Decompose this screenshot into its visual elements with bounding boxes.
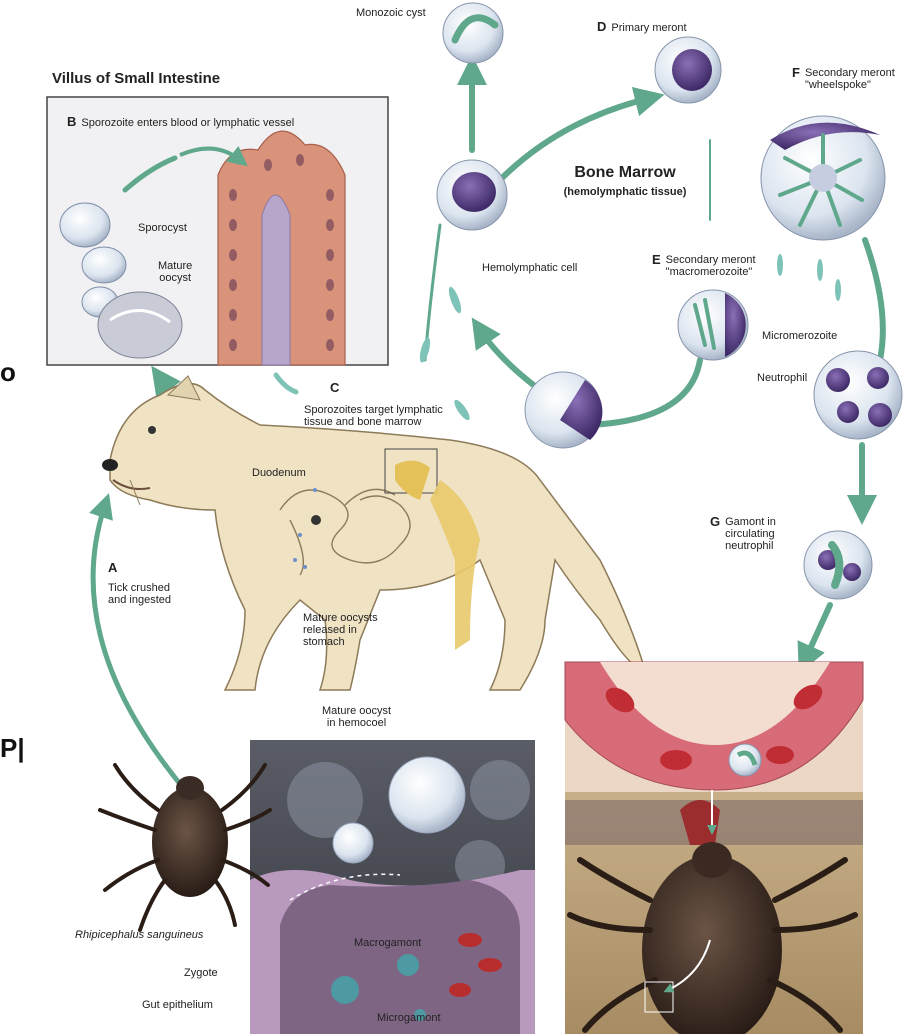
label-c: C	[330, 380, 344, 395]
label-species: Rhipicephalus sanguineus	[75, 929, 204, 941]
label-f-text: Secondary meront "wheelspoke"	[804, 67, 895, 91]
letter-a: A	[108, 560, 118, 575]
bone-marrow-title: Bone Marrow	[574, 164, 676, 181]
label-g-text: Gamont in circulating neutrophil	[725, 516, 776, 552]
letter-c: C	[330, 380, 340, 395]
dog-illustration	[102, 375, 647, 691]
villus-title: Villus of Small Intestine	[52, 70, 221, 87]
label-b-text: Sporozoite enters blood or lymphatic ves…	[81, 117, 295, 129]
label-monozoic-cyst: Monozoic cyst	[356, 7, 426, 19]
label-b: B Sporozoite enters blood or lymphatic ve…	[67, 114, 295, 129]
label-hemolymphatic-cell: Hemolymphatic cell	[482, 262, 578, 274]
label-d: D Primary meront	[597, 19, 687, 34]
edge-glyph-2: P|	[0, 733, 25, 763]
edge-glyph-1: o	[0, 357, 16, 387]
bone-marrow-subtitle: (hemolymphatic tissue)	[563, 186, 687, 198]
letter-b: B	[67, 114, 77, 129]
cells	[419, 2, 903, 600]
label-gut-epithelium: Gut epithelium	[142, 999, 213, 1011]
label-f: F Secondary meront "wheelspoke"	[792, 65, 895, 91]
label-microgamont: Microgamont	[377, 1012, 441, 1024]
letter-f: F	[792, 65, 800, 80]
feeding-panel	[564, 661, 864, 1034]
label-a-text: Tick crushed and ingested	[108, 582, 171, 606]
bone-marrow-cycle	[89, 55, 886, 793]
letter-d: D	[597, 19, 607, 34]
villus-panel	[46, 96, 389, 395]
tick-illustration	[98, 763, 272, 932]
label-oocyst-hemocoel: Mature oocyst in hemocoel	[322, 705, 392, 729]
label-e-text: Secondary meront "macromerozoite"	[665, 254, 756, 278]
label-g: G Gamont in circulating neutrophil	[710, 514, 776, 552]
label-oocysts-released: Mature oocysts released in stomach	[303, 612, 378, 648]
label-a: A	[108, 560, 122, 575]
label-e: E Secondary meront "macromerozoite"	[652, 252, 756, 278]
label-macrogamont: Macrogamont	[354, 937, 422, 949]
label-c-text: Sporozoites target lymphatic tissue and …	[304, 404, 443, 428]
label-zygote: Zygote	[184, 967, 218, 979]
letter-e: E	[652, 252, 661, 267]
label-d-text: Primary meront	[611, 22, 687, 34]
tick-gut-panel	[250, 740, 535, 1034]
letter-g: G	[710, 514, 721, 529]
label-duodenum: Duodenum	[252, 467, 306, 479]
label-neutrophil: Neutrophil	[757, 372, 808, 384]
label-mature-oocyst: Mature oocyst	[158, 260, 193, 284]
label-micromerozoite: Micromerozoite	[762, 330, 838, 342]
label-sporocyst: Sporocyst	[138, 222, 187, 234]
